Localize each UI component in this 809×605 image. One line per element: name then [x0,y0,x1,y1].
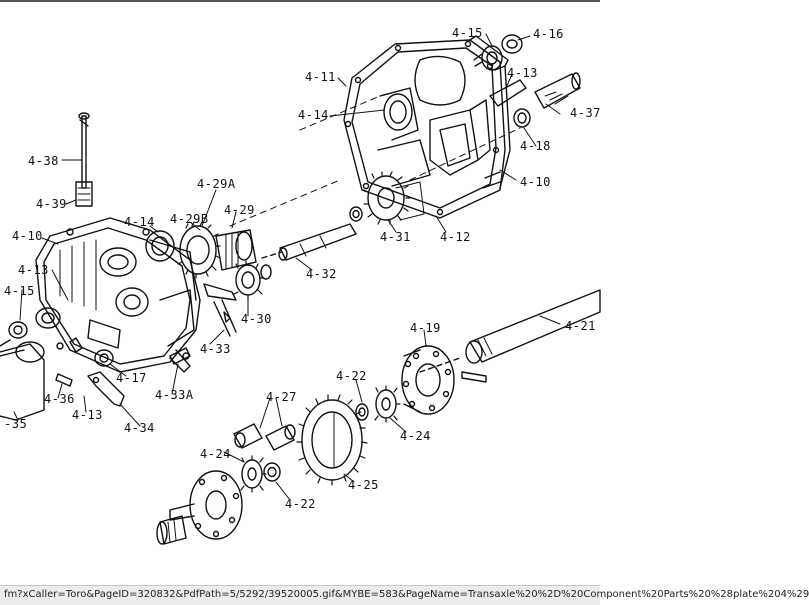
diff-case-lower [169,470,243,540]
upper-housing-cover [343,35,511,219]
callout-4-10-top: 4-10 [520,175,551,189]
callout-4-29A: 4-29A [197,177,236,191]
pinion-4-24-right [374,385,401,423]
shaft-4-13-lower [69,337,83,353]
pin-4-36 [55,373,73,387]
callout-4-18: 4-18 [520,139,551,153]
callout-4-12: 4-12 [440,230,471,244]
pinion-4-24-lower [240,455,267,493]
callout-4-17: 4-17 [116,371,147,385]
axle-4-21 [419,289,601,373]
collar-4-17 [94,349,114,367]
breather-4-39 [75,181,93,207]
bolt-4-33A [169,347,191,365]
gear-4-29 [215,229,257,271]
ring-gear-4-25 [296,394,368,486]
callout-4-34: 4-34 [124,421,155,435]
top-border [0,0,600,2]
washer-4-32 [349,206,363,222]
callout-4-16: 4-16 [533,27,564,41]
callout-4-10-left: 4-10 [12,229,43,243]
callout-4-33: 4-33 [200,342,231,356]
shaft-4-13-top [489,79,527,107]
exploded-parts-diagram [0,33,601,545]
linkage-4-33 [203,283,237,337]
callout-4-15-top: 4-15 [452,26,483,40]
diff-case-4-19 [401,345,455,415]
callout-4-24-lower: 4-24 [200,447,231,461]
callout-4-33A: 4-33A [155,388,194,402]
callout-4-22-lower: 4-22 [285,497,316,511]
gear-4-31 [363,171,425,225]
dipstick-4-38 [78,112,90,189]
axle-stub-4-37 [534,72,581,109]
cylinder-4-35 [0,339,45,421]
callout-4-14-top: 4-14 [298,108,329,122]
status-url-text: fm?xCaller=Toro&PageID=320832&PdfPath=5/… [4,589,809,600]
callout-4-36: 4-36 [44,392,75,406]
bolt-4-19 [461,371,487,383]
bearing-4-18 [513,108,531,128]
callout-4-32: 4-32 [306,267,337,281]
callout-4-27: 4-27 [266,390,297,404]
bearing-4-14-mid [145,230,175,262]
bearing-bottom-left [156,515,187,545]
callout-4-22-right: 4-22 [336,369,367,383]
gear-4-30 [233,260,272,301]
callout-4-14-mid: 4-14 [124,215,155,229]
callout-4-13-lower: 4-13 [72,408,103,422]
seal-4-16-top [501,34,523,54]
bearing-4-15-left [8,321,28,339]
shaft-4-32 [261,223,357,261]
leader-lines [13,33,561,501]
callout-4-37: 4-37 [570,106,601,120]
washer-4-22-lower [263,462,281,482]
callout-4-39: 4-39 [36,197,67,211]
callout-4-35: -35 [4,417,28,431]
callout-4-30: 4-30 [241,312,272,326]
callout-4-11: 4-11 [305,70,336,84]
bevel-gear-4-27 [233,423,296,451]
callout-4-19: 4-19 [410,321,441,335]
callout-4-29: 4-29 [224,203,255,217]
callout-4-21: 4-21 [565,319,596,333]
callout-4-29B: 4-29B [170,212,209,226]
status-bar: fm?xCaller=Toro&PageID=320832&PdfPath=5/… [0,585,809,605]
callout-4-24-right: 4-24 [400,429,431,443]
washer-4-22-right [355,403,369,421]
callout-4-15-left: 4-15 [4,284,35,298]
callout-4-13-top: 4-13 [507,66,538,80]
shift-arm-4-34 [87,371,125,407]
main-transaxle-housing [35,217,201,373]
callout-4-38: 4-38 [28,154,59,168]
callout-4-31: 4-31 [380,230,411,244]
callout-4-13-left: 4-13 [18,263,49,277]
callout-4-25: 4-25 [348,478,379,492]
